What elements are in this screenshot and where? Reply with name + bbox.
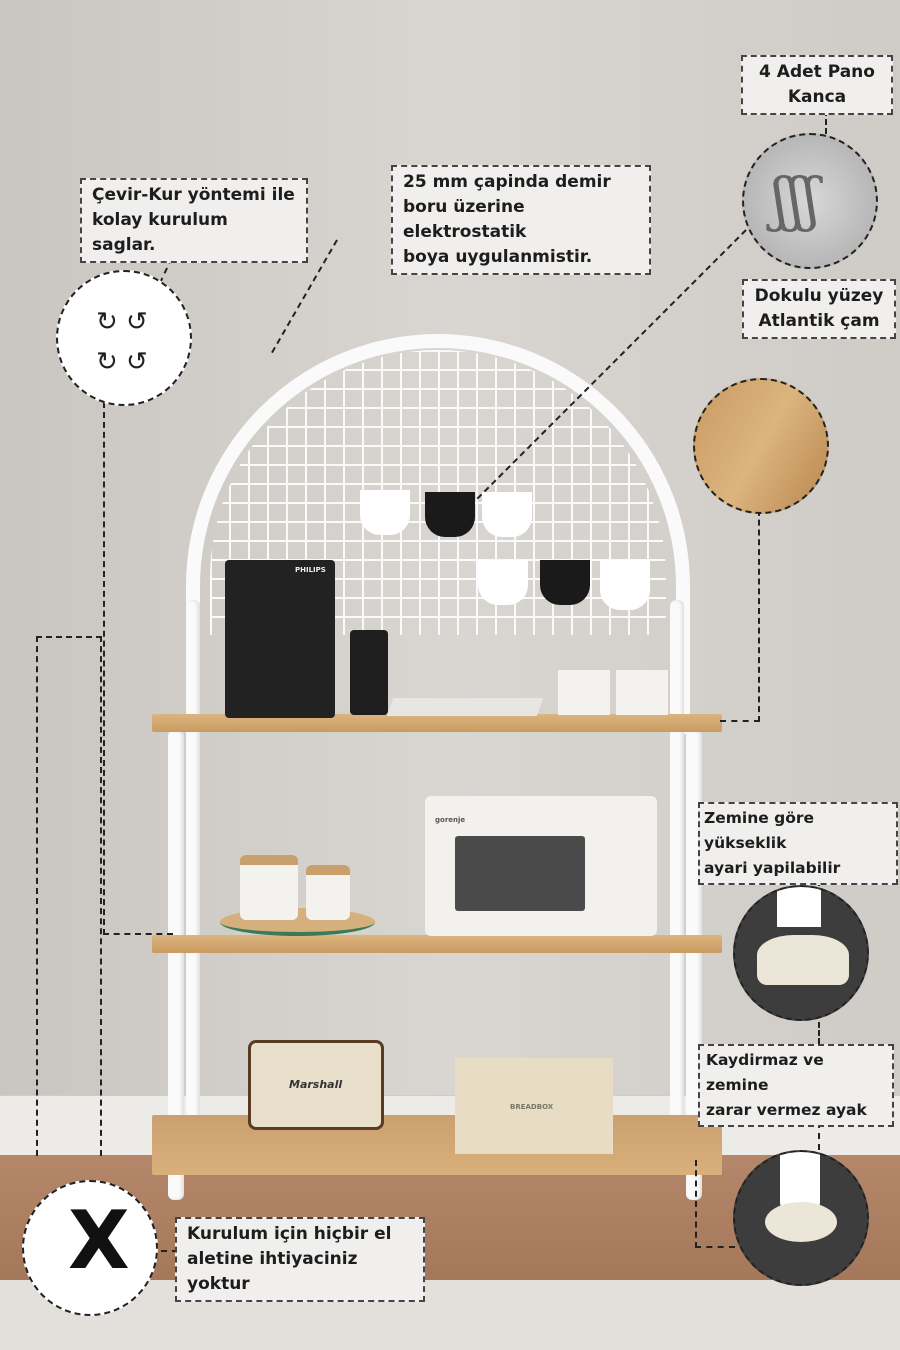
no-tools-label: Kurulum için hiçbir el aletine ihtiyacini… bbox=[175, 1217, 425, 1302]
coffee-machine: PHILIPS bbox=[225, 560, 335, 718]
canister-1 bbox=[558, 670, 610, 715]
mug bbox=[600, 560, 650, 610]
magazine bbox=[386, 698, 544, 716]
height-label-line: ayari yapilabilir bbox=[704, 859, 841, 877]
breadbox-brand-logo: BREADBOX bbox=[510, 1103, 554, 1111]
no-tools-circle: X bbox=[22, 1180, 158, 1316]
height-label-line: Zemine göre yükseklik bbox=[704, 809, 815, 852]
leg-connector bbox=[695, 1160, 735, 1248]
assembly-label-line: Çevir-Kur yöntemi ile bbox=[92, 185, 295, 205]
hooks-label-text: 4 Adet Pano Kanca bbox=[759, 62, 875, 107]
surface-label-line: Atlantik çam bbox=[758, 311, 880, 331]
mug bbox=[425, 492, 475, 537]
tools-connector bbox=[36, 636, 102, 1156]
surface-label-line: Dokulu yüzey bbox=[754, 286, 884, 306]
mug bbox=[482, 492, 532, 537]
no-tools-x-icon: X bbox=[68, 1194, 130, 1287]
pipe-label-line: boru üzerine elektrostatik bbox=[403, 197, 527, 242]
non-slip-label: Kaydirmaz ve zemine zarar vermez ayak bbox=[698, 1044, 894, 1127]
height-adjust-label: Zemine göre yükseklik ayari yapilabilir bbox=[698, 802, 898, 885]
feet-label-line: Kaydirmaz ve zemine bbox=[706, 1051, 824, 1094]
pipe-label-line: 25 mm çapinda demir bbox=[403, 172, 611, 192]
tools-label-line: aletine ihtiyaciniz yoktur bbox=[187, 1249, 358, 1294]
pine-texture-circle bbox=[693, 378, 829, 514]
s-hook-icon: ʃʃʃ bbox=[772, 165, 820, 233]
jar-large bbox=[240, 855, 298, 920]
mug bbox=[478, 560, 528, 605]
pipe-label-line: boya uygulanmistir. bbox=[403, 247, 593, 267]
speaker: Marshall bbox=[248, 1040, 384, 1130]
rotate-arrows-icon: ↻ ↺↻ ↺ bbox=[96, 307, 148, 377]
surface-connector bbox=[720, 500, 760, 722]
tools-label-line: Kurulum için hiçbir el bbox=[187, 1224, 392, 1244]
jar-small bbox=[306, 865, 350, 920]
adjustable-foot-circle bbox=[733, 885, 869, 1021]
breadbox: BREADBOX bbox=[455, 1058, 613, 1154]
french-press bbox=[350, 630, 388, 715]
top-shelf bbox=[152, 714, 722, 732]
microwave: gorenje bbox=[425, 796, 657, 936]
pipe-label: 25 mm çapinda demir boru üzerine elektros… bbox=[391, 165, 651, 275]
hooks-connector bbox=[825, 110, 827, 134]
hooks-detail-circle: ʃʃʃ bbox=[742, 133, 878, 269]
microwave-brand-logo: gorenje bbox=[435, 816, 466, 824]
bottom-shelf bbox=[152, 1115, 722, 1175]
back-left-leg bbox=[186, 600, 200, 1130]
hooks-label: 4 Adet Pano Kanca bbox=[741, 55, 893, 115]
non-slip-foot-circle bbox=[733, 1150, 869, 1286]
back-right-leg bbox=[670, 600, 684, 1120]
speaker-brand-logo: Marshall bbox=[289, 1078, 343, 1091]
mug bbox=[360, 490, 410, 535]
front-left-leg bbox=[168, 730, 184, 1200]
mug bbox=[540, 560, 590, 605]
assembly-label: Çevir-Kur yöntemi ile kolay kurulum sagla… bbox=[80, 178, 308, 263]
middle-shelf bbox=[152, 935, 722, 953]
rug bbox=[0, 1280, 900, 1350]
coffee-brand-logo: PHILIPS bbox=[295, 566, 326, 574]
feet-label-line: zarar vermez ayak bbox=[706, 1101, 867, 1119]
assembly-connector bbox=[103, 402, 173, 935]
feet-connector bbox=[818, 1022, 820, 1044]
assembly-detail-circle: ↻ ↺↻ ↺ bbox=[56, 270, 192, 406]
canister-2 bbox=[616, 670, 668, 715]
assembly-label-line: kolay kurulum saglar. bbox=[92, 210, 228, 255]
tools-label-connector bbox=[150, 1250, 178, 1252]
